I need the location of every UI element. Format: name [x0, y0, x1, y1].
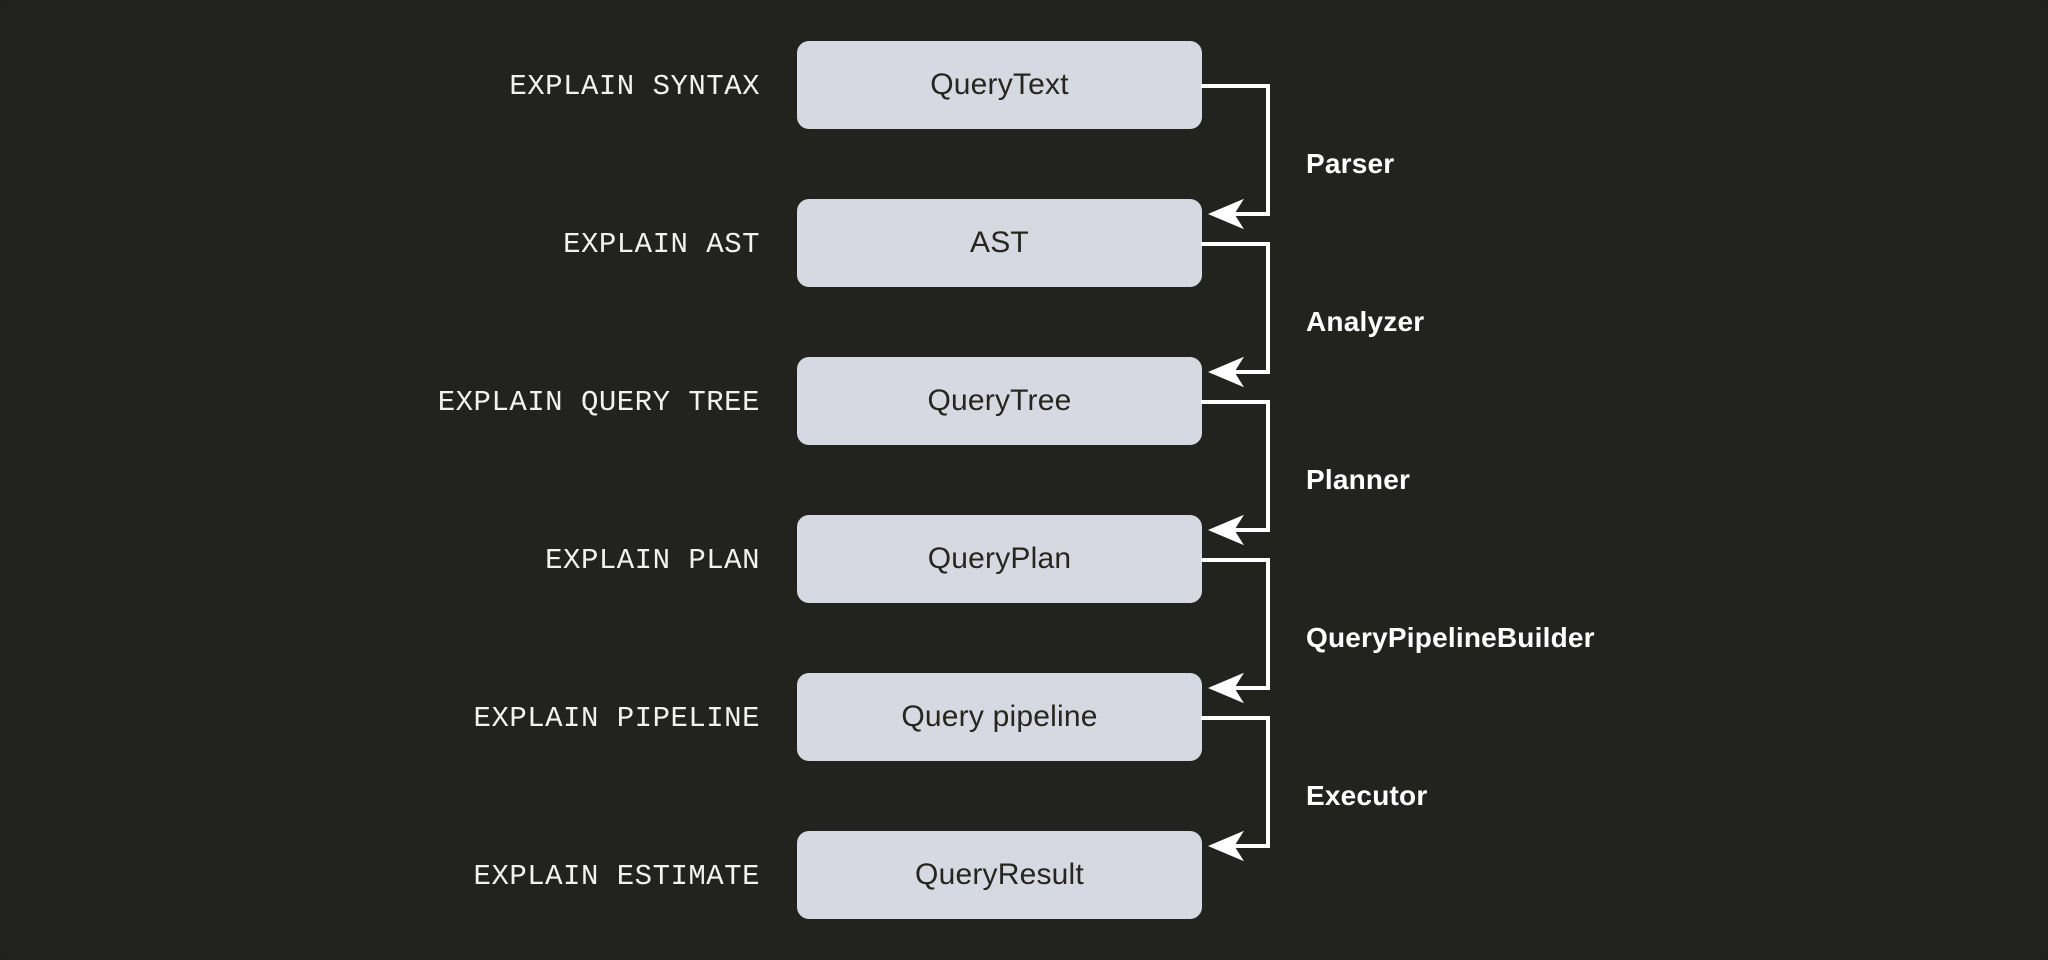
connector-querypipelinebuilder: [1201, 558, 1270, 704]
stage-box-ast[interactable]: AST: [797, 199, 1202, 287]
explain-label-estimate: EXPLAIN ESTIMATE: [473, 860, 760, 893]
explain-label-pipeline: EXPLAIN PIPELINE: [473, 702, 760, 735]
stage-box-label: QueryPlan: [927, 542, 1072, 575]
stage-name-analyzer: Analyzer: [1306, 306, 1425, 337]
connector-parser: [1201, 84, 1270, 230]
stage-name-querypipelinebuilder: QueryPipelineBuilder: [1306, 622, 1595, 653]
explain-label-syntax: EXPLAIN SYNTAX: [509, 70, 760, 103]
explain-label-ast: EXPLAIN AST: [563, 228, 760, 261]
connector-analyzer: [1201, 242, 1270, 388]
stage-box-query-pipeline[interactable]: Query pipeline: [797, 673, 1202, 761]
stage-box-label: QueryTree: [927, 384, 1072, 417]
stage-box-querytree[interactable]: QueryTree: [797, 357, 1202, 445]
stage-box-label: QueryText: [930, 68, 1069, 101]
stage-box-queryplan[interactable]: QueryPlan: [797, 515, 1202, 603]
stage-name-executor: Executor: [1306, 780, 1428, 811]
stage-box-label: QueryResult: [915, 858, 1084, 891]
connector-executor: [1201, 716, 1270, 862]
stage-box-querytext[interactable]: QueryText: [797, 41, 1202, 129]
connector-planner: [1201, 400, 1270, 546]
stage-name-parser: Parser: [1306, 148, 1395, 179]
stage-box-label: Query pipeline: [901, 700, 1098, 733]
stage-name-planner: Planner: [1306, 464, 1411, 495]
stage-box-label: AST: [970, 226, 1029, 259]
stage-box-queryresult[interactable]: QueryResult: [797, 831, 1202, 919]
explain-label-plan: EXPLAIN PLAN: [545, 544, 760, 577]
explain-label-query-tree: EXPLAIN QUERY TREE: [437, 386, 760, 419]
